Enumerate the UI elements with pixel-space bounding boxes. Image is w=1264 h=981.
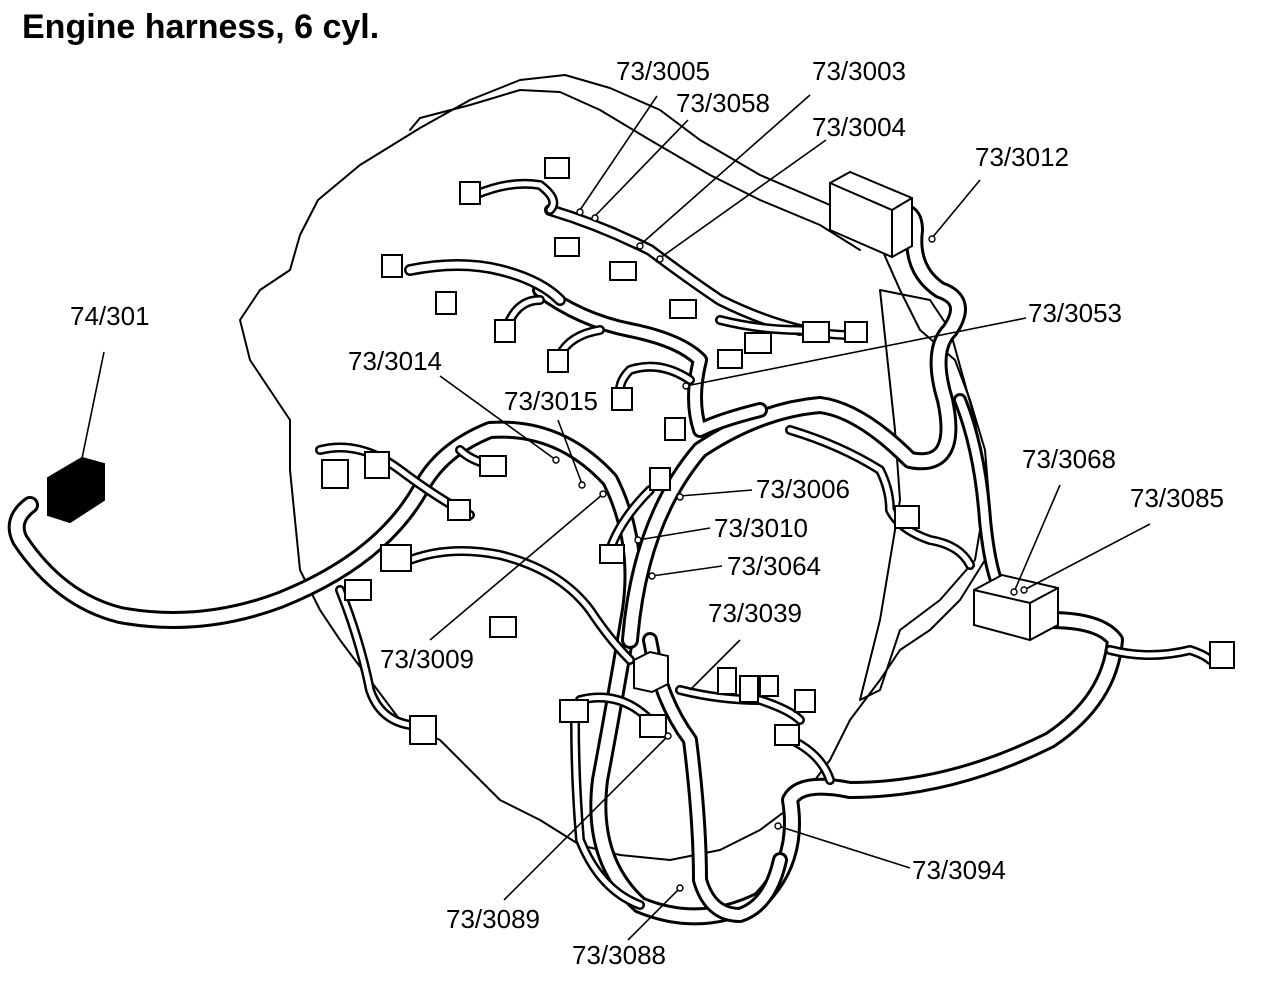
connector (1209, 641, 1235, 669)
label-73-3004: 73/3004 (812, 112, 906, 142)
label-73-3088: 73/3088 (572, 940, 666, 970)
connector (435, 291, 457, 315)
connector (611, 387, 633, 411)
label-73-3009: 73/3009 (380, 644, 474, 674)
connector (544, 157, 570, 179)
connector (554, 237, 580, 257)
connector (459, 181, 481, 205)
connector (380, 544, 412, 572)
label-73-3089: 73/3089 (446, 904, 540, 934)
connector (844, 321, 868, 343)
relay-box-center (633, 650, 669, 694)
connector (759, 675, 779, 697)
connectors (321, 157, 1235, 746)
part-labels: 73/3005 73/3058 73/3003 73/3004 73/3012 … (70, 56, 1224, 970)
relay-box-top-right (829, 170, 913, 259)
label-73-3058: 73/3058 (676, 88, 770, 118)
label-73-3014: 73/3014 (348, 346, 442, 376)
label-73-3068: 73/3068 (1022, 444, 1116, 474)
connector (894, 505, 920, 529)
engine-control-module (47, 456, 105, 524)
connector (489, 616, 517, 638)
diagram-title: Engine harness, 6 cyl. (22, 8, 379, 46)
leader-lines (79, 94, 1151, 941)
leader-dots (552, 208, 1028, 892)
label-73-3039: 73/3039 (708, 598, 802, 628)
connector (649, 467, 671, 491)
label-73-3053: 73/3053 (1028, 298, 1122, 328)
connector (559, 699, 589, 723)
label-73-3005: 73/3005 (616, 56, 710, 86)
connector (669, 299, 697, 319)
connector (409, 715, 437, 745)
label-73-3094: 73/3094 (912, 855, 1006, 885)
connector (599, 544, 625, 564)
engine-rear-cover (859, 289, 986, 701)
connector (321, 459, 349, 489)
connector (381, 254, 403, 278)
connector (547, 349, 569, 373)
connector (479, 455, 507, 477)
label-73-3010: 73/3010 (714, 513, 808, 543)
valve-cover-edge (409, 89, 861, 251)
connector (364, 451, 390, 479)
connector (344, 579, 372, 601)
label-73-3006: 73/3006 (756, 474, 850, 504)
connector (739, 675, 759, 703)
harness-trunks (7, 178, 1215, 926)
junction-box-right (973, 573, 1059, 642)
connector (774, 724, 800, 746)
connector (794, 689, 816, 713)
label-73-3012: 73/3012 (975, 142, 1069, 172)
connector (717, 349, 743, 369)
connector (717, 667, 737, 695)
connector (744, 332, 772, 354)
label-73-3064: 73/3064 (727, 551, 821, 581)
label-74-301: 74/301 (70, 301, 150, 331)
label-73-3015: 73/3015 (504, 386, 598, 416)
label-73-3085: 73/3085 (1130, 483, 1224, 513)
connector (802, 321, 830, 343)
connector (494, 319, 516, 343)
connector (664, 417, 686, 441)
connector (639, 714, 667, 738)
label-73-3003: 73/3003 (812, 56, 906, 86)
engine-block-outline (239, 74, 991, 861)
connector (609, 261, 637, 281)
connector (447, 499, 471, 521)
